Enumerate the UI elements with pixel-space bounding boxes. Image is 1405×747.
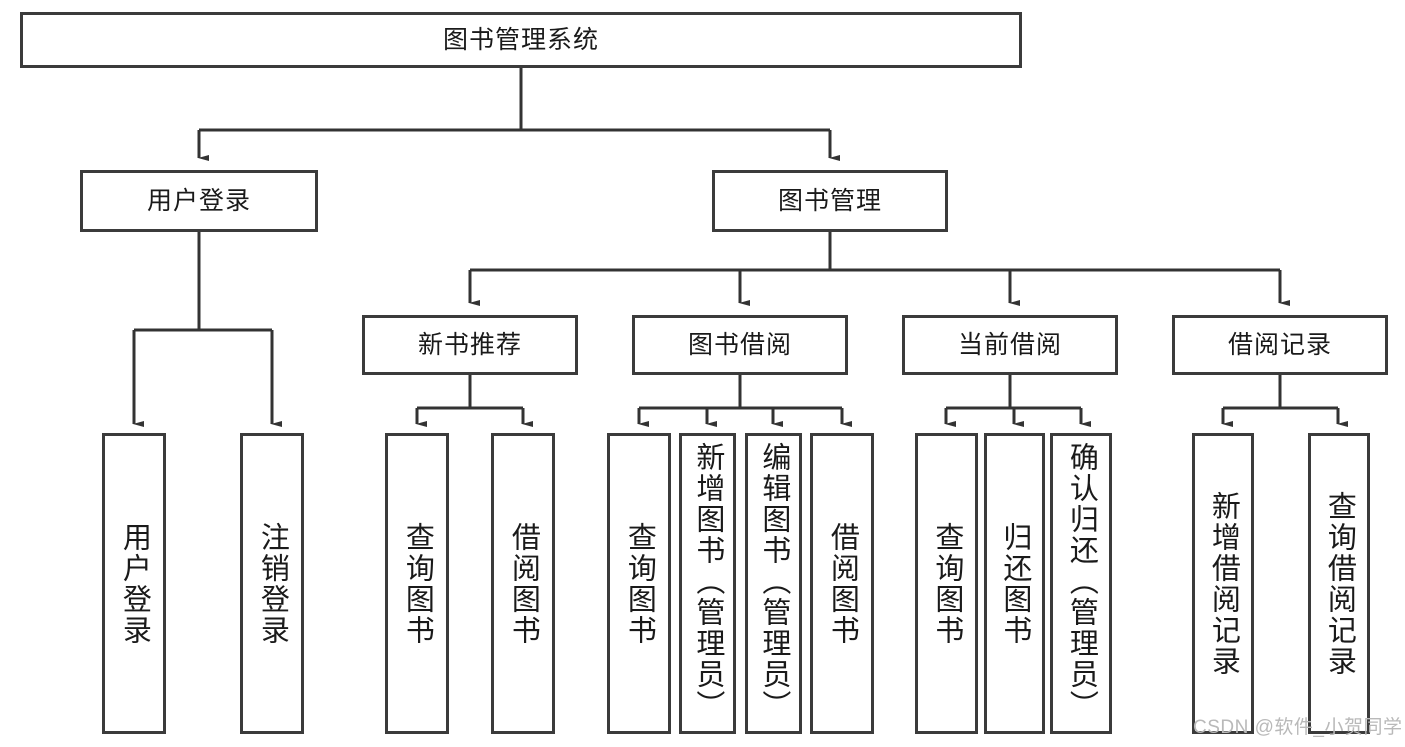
node-leaf-query-book-current[interactable]: 查询图书 xyxy=(915,433,978,734)
node-leaf-logout-login[interactable]: 注销登录 xyxy=(240,433,304,734)
node-leaf-query-borrow-record[interactable]: 查询借阅记录 xyxy=(1308,433,1370,734)
node-borrow-record[interactable]: 借阅记录 xyxy=(1172,315,1388,375)
node-new-book-recommend[interactable]: 新书推荐 xyxy=(362,315,578,375)
node-label: 借阅图书 xyxy=(507,521,540,646)
node-leaf-confirm-return[interactable]: 确认归还（管理员） xyxy=(1050,433,1112,734)
node-leaf-add-book[interactable]: 新增图书（管理员） xyxy=(679,433,736,734)
node-leaf-user-login[interactable]: 用户登录 xyxy=(102,433,166,734)
node-user-login[interactable]: 用户登录 xyxy=(80,170,318,232)
node-label: 借阅图书 xyxy=(826,521,859,646)
node-label: 归还图书 xyxy=(998,521,1031,646)
node-label: 用户登录 xyxy=(118,521,151,646)
node-label: 用户登录 xyxy=(146,186,251,215)
node-label: 查询借阅记录 xyxy=(1323,490,1356,677)
node-label: 确认归还（管理员） xyxy=(1065,442,1098,721)
node-label: 图书管理系统 xyxy=(442,25,599,54)
node-root-book-management-system[interactable]: 图书管理系统 xyxy=(20,12,1022,68)
csdn-watermark: CSDN @软件_小贺同学 xyxy=(1193,717,1403,738)
node-label: 图书借阅 xyxy=(687,330,792,359)
node-leaf-edit-book[interactable]: 编辑图书（管理员） xyxy=(745,433,802,734)
node-label: 编辑图书（管理员） xyxy=(757,442,790,721)
node-label: 查询图书 xyxy=(401,521,434,646)
node-leaf-query-book-borrow[interactable]: 查询图书 xyxy=(607,433,671,734)
node-label: 注销登录 xyxy=(256,521,289,646)
node-leaf-query-book-recommend[interactable]: 查询图书 xyxy=(385,433,449,734)
node-leaf-add-borrow-record[interactable]: 新增借阅记录 xyxy=(1192,433,1254,734)
node-label: 新书推荐 xyxy=(417,330,522,359)
node-leaf-borrow-book-borrow[interactable]: 借阅图书 xyxy=(810,433,874,734)
node-book-borrow[interactable]: 图书借阅 xyxy=(632,315,848,375)
node-label: 借阅记录 xyxy=(1227,330,1332,359)
node-label: 新增借阅记录 xyxy=(1207,490,1240,677)
node-label: 新增图书（管理员） xyxy=(691,442,724,721)
node-label: 当前借阅 xyxy=(957,330,1062,359)
node-label: 查询图书 xyxy=(623,521,656,646)
node-leaf-return-book[interactable]: 归还图书 xyxy=(984,433,1045,734)
node-book-management[interactable]: 图书管理 xyxy=(712,170,948,232)
node-current-borrow[interactable]: 当前借阅 xyxy=(902,315,1118,375)
node-label: 图书管理 xyxy=(777,186,882,215)
node-leaf-borrow-book-recommend[interactable]: 借阅图书 xyxy=(491,433,555,734)
node-label: 查询图书 xyxy=(930,521,963,646)
